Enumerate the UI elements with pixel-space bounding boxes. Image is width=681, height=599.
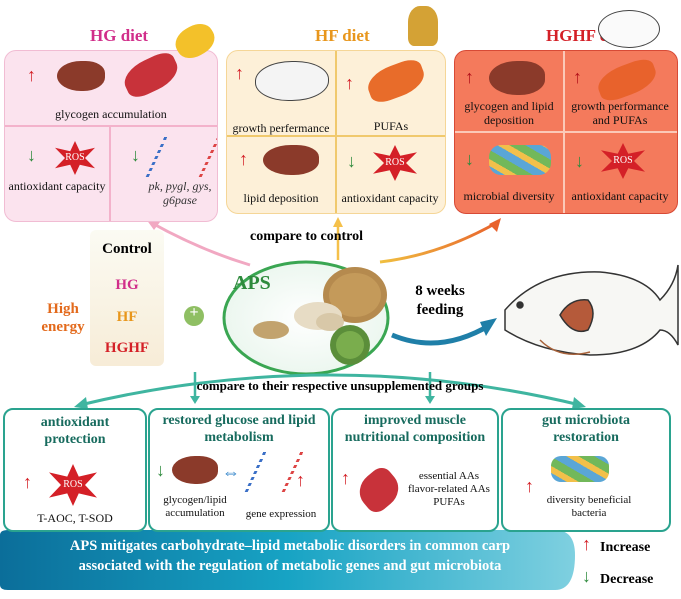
antioxidant-markers: T-AOC, T-SOD [37, 511, 113, 525]
hf-cell-lipid: lipid deposition [243, 191, 319, 205]
control-label: Control [102, 241, 152, 257]
plus-circle [184, 306, 204, 326]
hg-panel: ↑ glycogen accumulation ↓ ROS antioxidan… [4, 50, 218, 222]
muscle-icon [363, 56, 429, 106]
hghf-divider-v [563, 51, 565, 213]
increase-arrow-icon: ↑ [341, 468, 350, 488]
muscle-icon [593, 55, 661, 105]
increase-arrow-icon: ↑ [573, 67, 582, 87]
carp-illustration [504, 264, 679, 356]
liver-icon [172, 456, 218, 484]
box-title: antioxidant protection [40, 415, 110, 447]
ros-label: ROS [613, 155, 633, 166]
hf-panel: ↑ growth perfermance ↑ PUFAs ↑ lipid dep… [226, 50, 446, 214]
hg-divider-h [5, 125, 217, 127]
muscle-icon [118, 51, 184, 102]
hghf-cell-microbial: microbial diversity [463, 189, 555, 203]
liver-icon [263, 145, 319, 175]
hg-cell-antioxidant: antioxidant capacity [8, 179, 106, 193]
increase-arrow-icon: ↑ [465, 67, 474, 87]
decrease-arrow-icon: ↓ [156, 460, 165, 480]
liver-icon [489, 61, 545, 95]
feeding-label: 8 weeks feeding [415, 283, 465, 318]
bacteria-icon [551, 456, 609, 482]
hghf-panel: ↑ glycogen and lipid deposition ↑ growth… [454, 50, 678, 214]
hghf-cell-antioxidant: antioxidant capacity [571, 189, 669, 203]
legend-increase-icon: ↑ [582, 534, 591, 554]
increase-arrow-icon: ↑ [296, 470, 305, 490]
high-energy-label: High energy [41, 301, 85, 335]
bacteria-icon [489, 145, 551, 175]
increase-arrow-icon: ↑ [525, 476, 534, 496]
legend-increase-label: Increase [600, 540, 651, 555]
hg-cell-glycogen: glycogen accumulation [55, 107, 167, 121]
gene-expression-label: gene expression [245, 508, 317, 520]
hf-title: HF diet [315, 26, 370, 45]
legend-decrease-label: Decrease [600, 572, 654, 587]
dna-icon [244, 452, 304, 492]
hf-cell-growth: growth perfermance [232, 121, 330, 135]
hg-title: HG diet [90, 26, 149, 45]
compare-groups-label: compare to their respective unsupplement… [196, 378, 484, 393]
hg-cell-genes: pk, pygl, gys, g6pase [148, 179, 212, 207]
fish-icon [255, 61, 329, 101]
gut-box: gut microbiota restoration ↑ diversity b… [501, 408, 671, 532]
decrease-arrow-icon: ↓ [575, 151, 584, 171]
banner-line-1: APS mitigates carbohydrate–lipid metabol… [69, 538, 511, 554]
glycogen-label: glycogen/lipid accumulation [163, 494, 227, 519]
decrease-arrow-icon: ↓ [465, 149, 474, 169]
hghf-cell-deposition: glycogen and lipid deposition [464, 99, 554, 127]
increase-arrow-icon: ↑ [235, 63, 244, 83]
hf-cell-pufas: PUFAs [373, 119, 409, 133]
hf-divider-v [335, 51, 337, 213]
decrease-arrow-icon: ↓ [27, 145, 36, 165]
aps-label: APS [233, 272, 271, 294]
hf-cell-antioxidant: antioxidant capacity [341, 191, 439, 205]
compare-control-label: compare to control [250, 229, 364, 244]
ros-label: ROS [65, 152, 85, 163]
liver-icon [57, 61, 105, 91]
increase-arrow-icon: ↑ [239, 149, 248, 169]
decrease-arrow-icon: ↓ [131, 145, 140, 165]
group-box [90, 230, 164, 366]
ros-label: ROS [385, 157, 405, 168]
box-title: improved muscle nutritional composition [344, 413, 486, 445]
muscle-box: improved muscle nutritional composition … [331, 408, 499, 532]
muscle-markers: essential AAs flavor-related AAs PUFAs [408, 470, 490, 508]
fish-icon [598, 10, 660, 48]
arrow-to-bottom [79, 373, 581, 407]
antioxidant-box: antioxidant protection ↑ ROS T-AOC, T-SO… [3, 408, 147, 532]
muscle-icon [352, 463, 406, 517]
metabolism-box: restored glucose and lipid metabolism ↓ … [148, 408, 330, 532]
ros-label: ROS [63, 479, 83, 490]
aps-powder [253, 321, 289, 339]
hg-divider-v [109, 127, 111, 221]
hghf-divider-h [455, 131, 677, 133]
arrow-to-hg [149, 220, 251, 267]
legend-decrease-icon: ↓ [582, 566, 591, 586]
oil-bottle-icon [408, 6, 438, 46]
arrow-to-hghf [379, 220, 499, 264]
feeding-arrow [391, 322, 492, 346]
dna-icon [145, 137, 217, 177]
hghf-label: HGHF [104, 340, 150, 356]
exchange-icon: ⇔ [222, 462, 240, 482]
decrease-arrow-icon: ↓ [347, 151, 356, 171]
hghf-cell-growth: growth performance and PUFAs [571, 99, 669, 127]
increase-arrow-icon: ↑ [345, 73, 354, 93]
hf-label: HF [116, 309, 138, 325]
gut-markers: diversity beneficial bacteria [546, 494, 632, 519]
increase-arrow-icon: ↑ [23, 472, 32, 492]
box-title: gut microbiota restoration [541, 413, 630, 445]
plus-icon: + [189, 304, 199, 321]
banner-line-2: associated with the regulation of metabo… [78, 558, 502, 574]
box-title: restored glucose and lipid metabolism [162, 413, 316, 445]
increase-arrow-icon: ↑ [27, 65, 36, 85]
banner-bg [0, 530, 575, 590]
hg-label: HG [115, 277, 139, 293]
